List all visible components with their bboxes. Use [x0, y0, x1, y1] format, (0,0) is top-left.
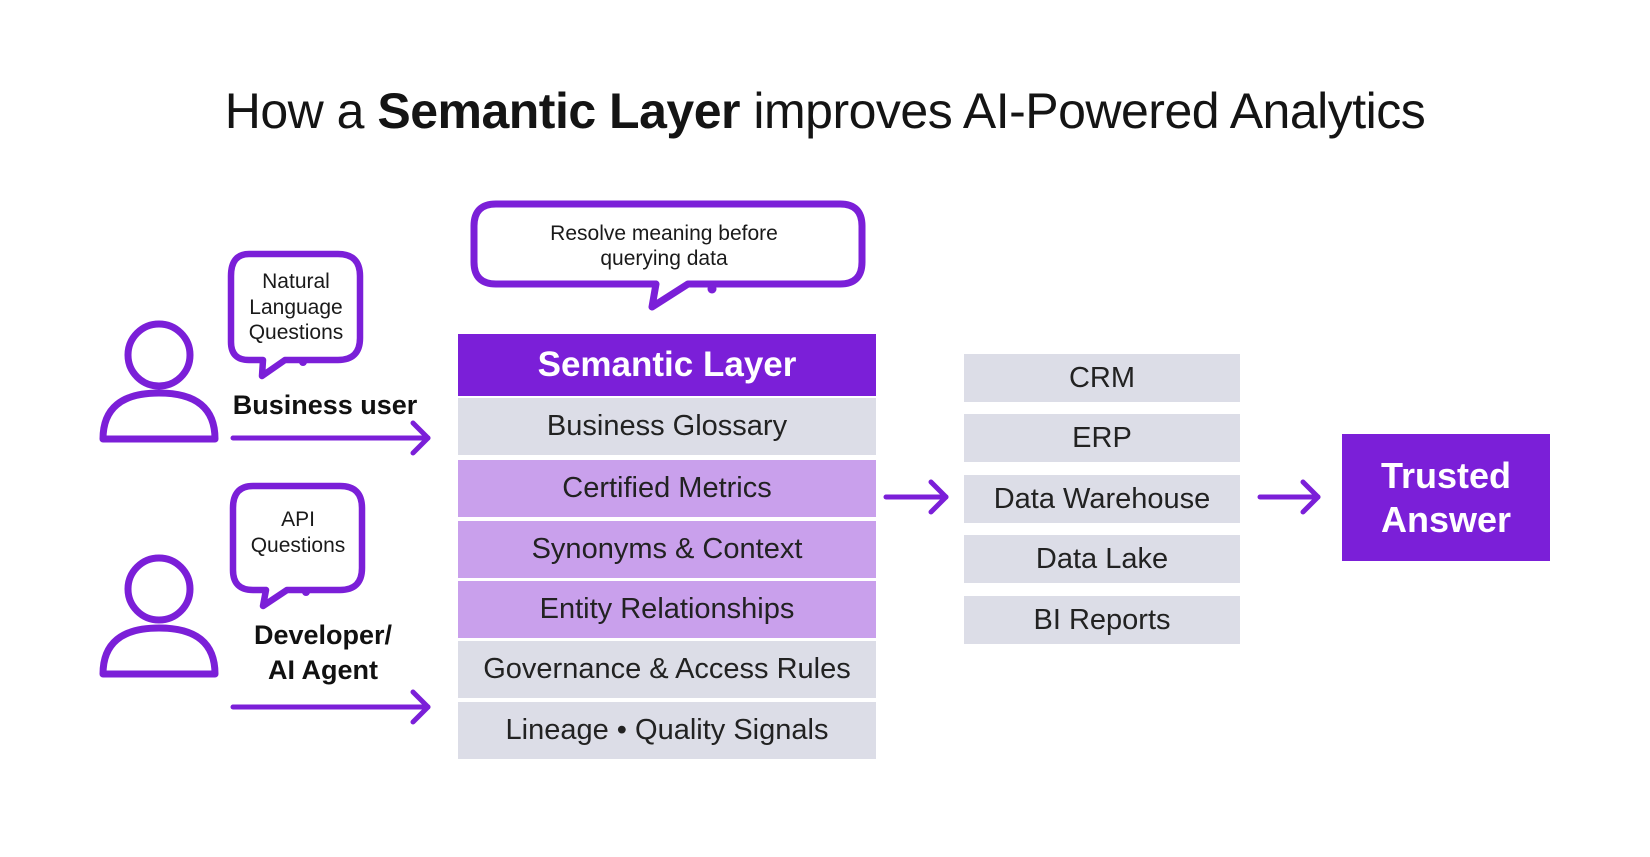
bubble-dot [302, 588, 310, 596]
role-business-user: Business user [232, 390, 418, 420]
title-suffix: improves AI-Powered Analytics [739, 83, 1426, 139]
role-developer-line: AI Agent [268, 655, 378, 685]
trusted-answer-box: Trusted Answer [1342, 434, 1550, 561]
top-bubble-line: Resolve meaning before [550, 222, 778, 245]
api-bubble-line: Questions [250, 534, 346, 557]
arrow-right-icon [230, 420, 431, 456]
semantic-layer-header: Semantic Layer [458, 334, 876, 396]
top-bubble-line: querying data [600, 247, 728, 270]
data-source-erp: ERP [964, 414, 1240, 462]
arrow-right-icon [883, 479, 949, 515]
title-prefix: How a [224, 83, 378, 139]
page-title: How a Semantic Layer improves AI-Powered… [0, 82, 1650, 140]
arrow-right-icon [1257, 479, 1321, 515]
bubble-dot [707, 284, 717, 294]
semantic-layer-item: Lineage • Quality Signals [458, 702, 876, 759]
top-bubble-text: Resolve meaning before querying data [490, 221, 838, 271]
data-source-crm: CRM [964, 354, 1240, 402]
trusted-answer-line: Answer [1380, 498, 1512, 540]
user-bubble-line: Language [249, 295, 343, 319]
trusted-answer-line: Trusted [1380, 454, 1512, 496]
role-developer-line: Developer/ [253, 620, 393, 650]
semantic-layer-item: Synonyms & Context [458, 521, 876, 578]
user-bubble-line: Questions [248, 321, 344, 344]
semantic-layer-item: Business Glossary [458, 398, 876, 455]
data-source-warehouse: Data Warehouse [964, 475, 1240, 523]
role-developer: Developer/ AI Agent [218, 618, 428, 688]
data-source-lake: Data Lake [964, 535, 1240, 583]
semantic-layer-item: Certified Metrics [458, 460, 876, 517]
speech-bubble-icon [229, 482, 366, 610]
speech-bubble-icon [227, 250, 364, 380]
title-bold: Semantic Layer [377, 83, 740, 139]
bubble-dot [299, 358, 307, 366]
api-bubble-text: API Questions [238, 507, 358, 559]
semantic-layer-item: Governance & Access Rules [458, 641, 876, 698]
person-icon [99, 320, 219, 443]
arrow-right-icon [230, 689, 431, 725]
user-bubble-line: Natural [262, 270, 330, 293]
api-bubble-line: API [281, 508, 315, 531]
semantic-layer-item: Entity Relationships [458, 581, 876, 638]
person-icon [99, 554, 219, 678]
user-bubble-text: Natural Language Questions [236, 269, 356, 346]
data-source-bi-reports: BI Reports [964, 596, 1240, 644]
speech-bubble-icon [470, 200, 866, 311]
